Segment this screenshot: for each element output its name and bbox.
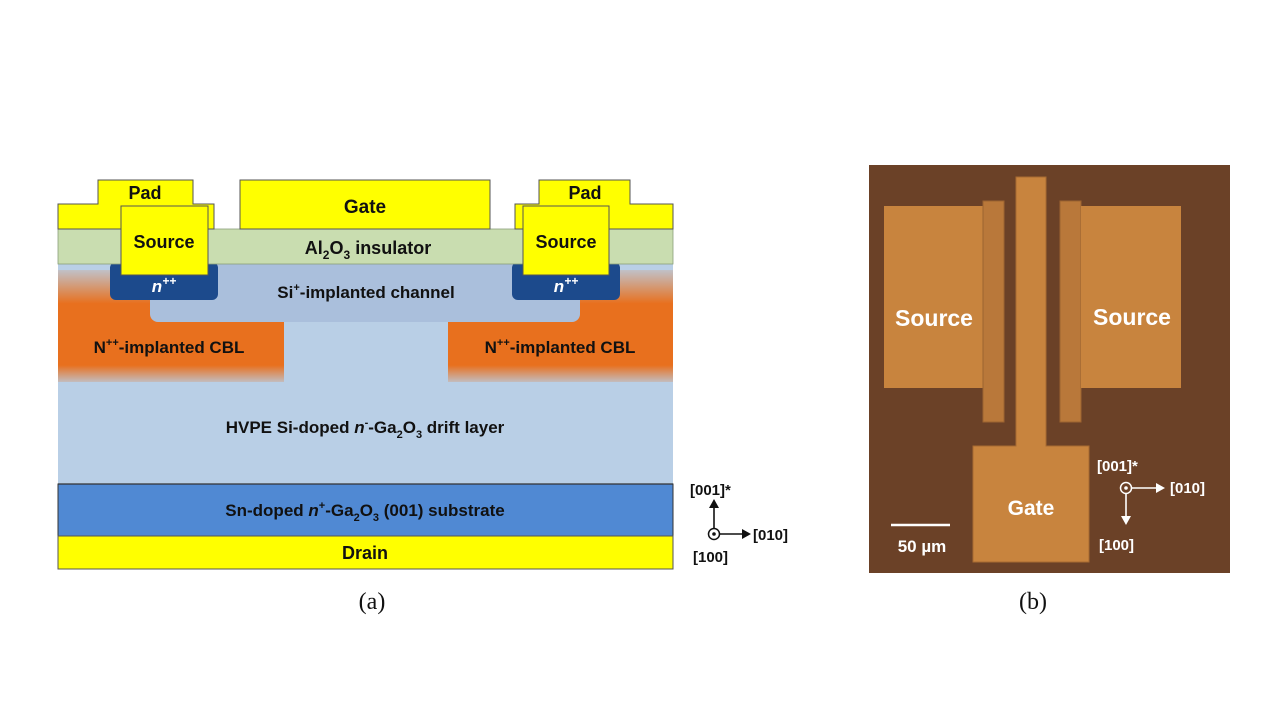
scale-bar-label: 50 µm [898, 537, 947, 556]
channel-label: Si+-implanted channel [277, 282, 454, 302]
source-left-label: Source [133, 232, 194, 252]
source-left-metal [120, 205, 209, 276]
nplus-left-label: n++ [152, 274, 176, 296]
gate-label: Gate [344, 197, 386, 218]
source-right-pad [1081, 206, 1181, 388]
drift-layer-label: HVPE Si-doped n--Ga2O3 drift layer [226, 417, 505, 441]
axis-a-right-label: [010] [753, 527, 788, 544]
axis-a-top-label: [001]* [690, 482, 731, 499]
caption-b: (b) [1019, 589, 1047, 615]
panel-a-cross-section: Pad Pad Gate Source Source Al2O3 insulat… [57, 179, 674, 570]
source-left-pad [884, 206, 985, 388]
caption-a: (a) [359, 589, 386, 615]
micrograph-source-left-label: Source [895, 305, 973, 331]
micrograph-source-right-label: Source [1093, 304, 1171, 330]
insulator-label: Al2O3 insulator [305, 238, 431, 262]
drain-metal [57, 535, 674, 570]
drain-label: Drain [342, 543, 388, 563]
source-right-metal [522, 205, 610, 276]
panel-a-crystal-axes: [001]* [010] [100] [690, 482, 788, 566]
source-right-finger [1059, 200, 1082, 423]
pad-left-label: Pad [128, 183, 161, 203]
source-right-label: Source [535, 232, 596, 252]
pad-right-label: Pad [568, 183, 601, 203]
source-left-finger [982, 200, 1005, 423]
panel-b-micrograph: Source Source Gate 50 µm [001]* [010] [1… [869, 165, 1230, 573]
substrate-label: Sn-doped n+-Ga2O3 (001) substrate [225, 500, 504, 524]
arrow-down-icon [1121, 516, 1131, 525]
axis-b-top-label: [001]* [1097, 458, 1138, 475]
arrow-right-icon [742, 529, 751, 539]
gate-pad [972, 176, 1090, 563]
cbl-left-label: N++-implanted CBL [94, 337, 245, 357]
axis-a-bottom-label: [100] [693, 549, 728, 566]
axis-b-bottom-label: [100] [1099, 537, 1134, 554]
arrow-up-icon [709, 499, 719, 508]
axis-b-right-label: [010] [1170, 480, 1205, 497]
substrate-layer [57, 483, 674, 537]
nplus-right-label: n++ [554, 274, 578, 296]
gate-metal [239, 179, 491, 230]
micrograph-gate-label: Gate [1008, 497, 1055, 520]
implanted-channel [150, 262, 580, 322]
arrow-right-icon [1156, 483, 1165, 493]
cbl-right-label: N++-implanted CBL [485, 337, 636, 357]
